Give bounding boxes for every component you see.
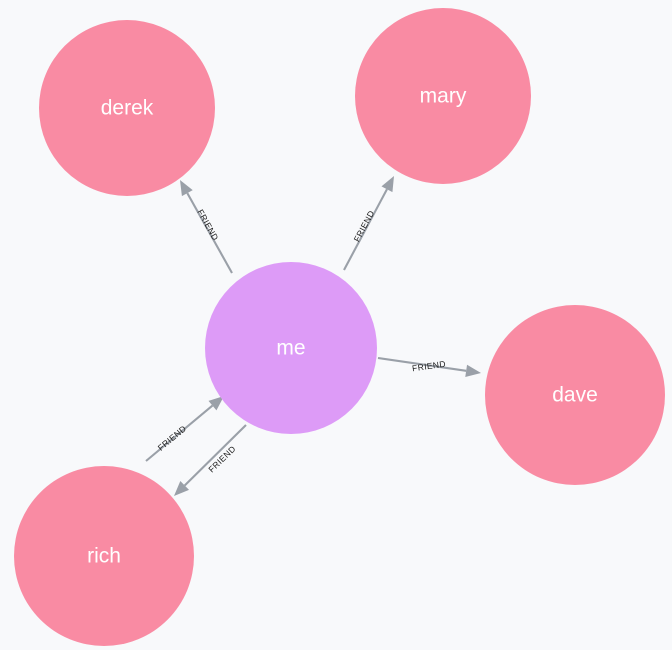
graph-edge[interactable] <box>377 356 481 377</box>
edge-arrowhead-icon <box>180 180 193 197</box>
graph-edge[interactable] <box>174 424 247 496</box>
edges-layer <box>145 176 481 496</box>
graph-node-dave[interactable]: dave <box>485 305 665 485</box>
edge-arrowhead-icon <box>174 481 190 496</box>
edge-line <box>186 192 233 274</box>
node-circle[interactable] <box>485 305 665 485</box>
graph-node-me[interactable]: me <box>205 262 377 434</box>
edge-arrowhead-icon <box>208 396 224 411</box>
node-circle[interactable] <box>205 262 377 434</box>
edge-arrowhead-icon <box>381 176 394 193</box>
edge-line <box>343 188 388 271</box>
graph-node-rich[interactable]: rich <box>14 466 194 646</box>
node-circle[interactable] <box>14 466 194 646</box>
graph-node-derek[interactable]: derek <box>39 20 215 196</box>
edge-line <box>183 424 247 487</box>
edge-arrowhead-icon <box>465 364 481 377</box>
edge-line <box>377 356 467 372</box>
node-circle[interactable] <box>39 20 215 196</box>
node-circle[interactable] <box>355 8 531 184</box>
graph-node-mary[interactable]: mary <box>355 8 531 184</box>
graph-edge[interactable] <box>180 180 233 274</box>
graph-edge[interactable] <box>145 396 224 462</box>
edge-line <box>145 404 214 462</box>
graph-edge[interactable] <box>343 176 394 271</box>
